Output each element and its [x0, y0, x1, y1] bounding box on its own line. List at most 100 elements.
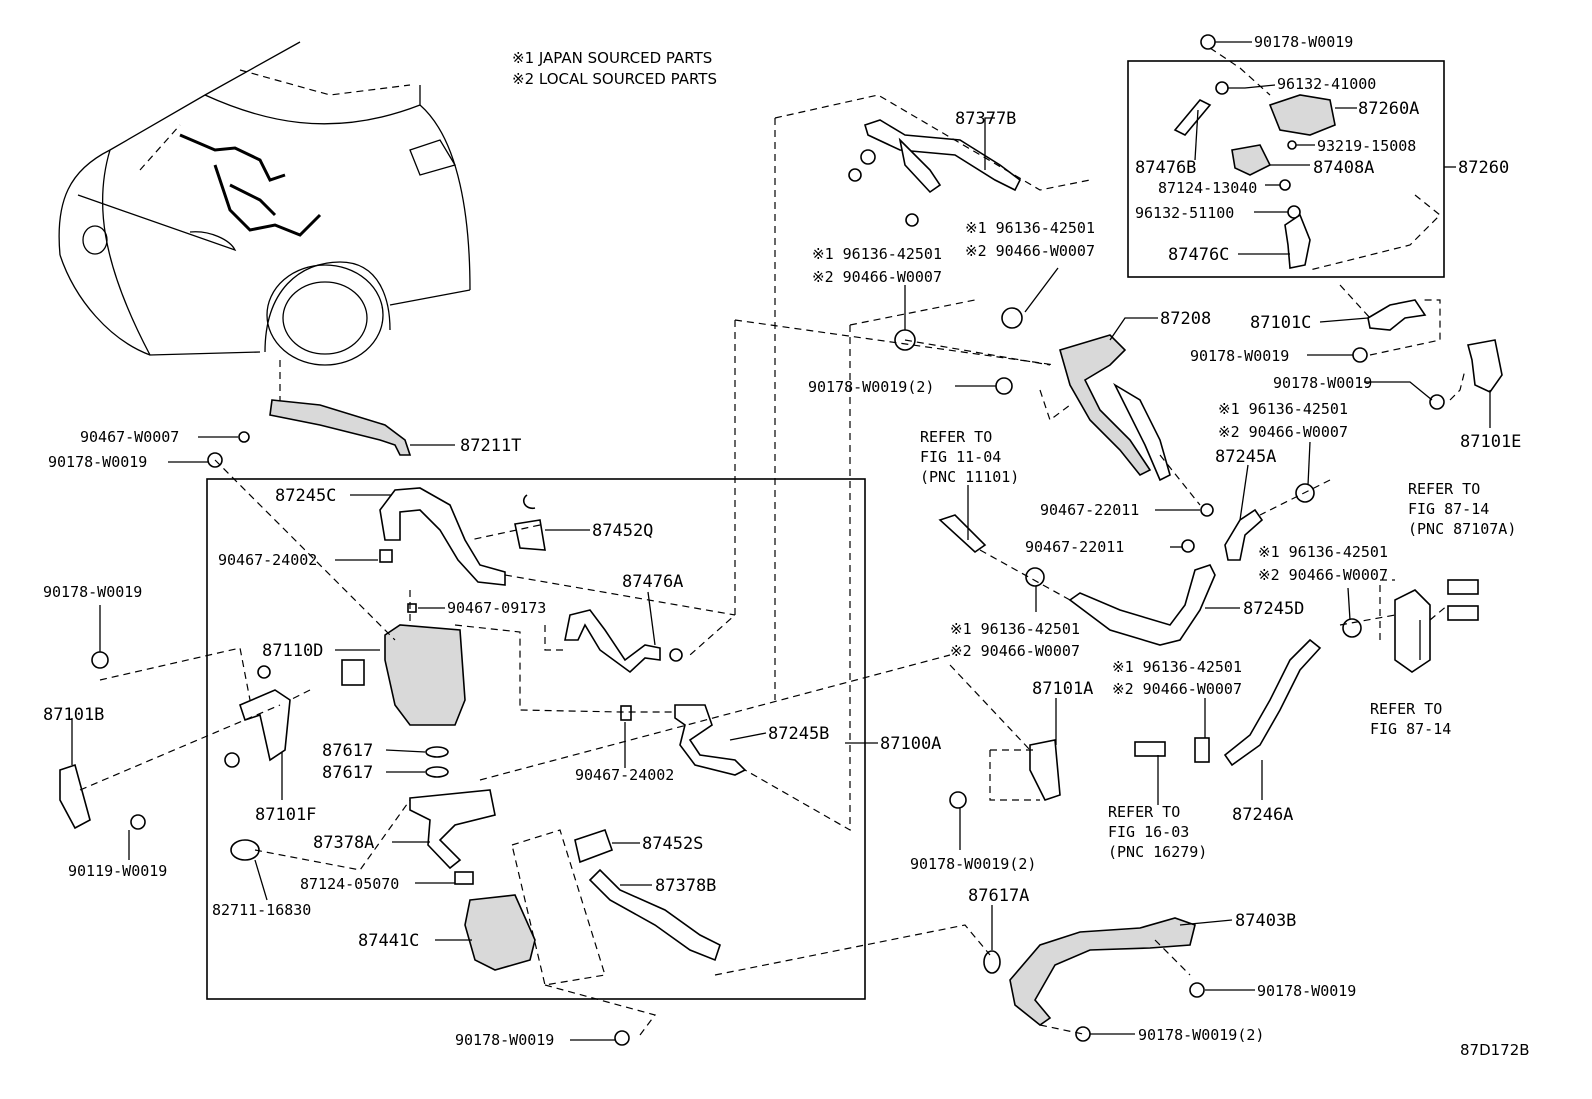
- label-87403B: 87403B: [1235, 911, 1296, 931]
- gasket-87617A: [983, 950, 1001, 974]
- label-87124-13040: 87124-13040: [1158, 179, 1257, 197]
- label-87617-b: 87617: [322, 763, 373, 783]
- label-j1-96136-upper: ※1 96136-42501: [965, 219, 1095, 237]
- clamp-90467-24002-b: [620, 705, 632, 721]
- label-refer-16-03-a: REFER TO: [1108, 803, 1180, 821]
- label-90467-24002-b: 90467-24002: [575, 766, 674, 784]
- grommet-refer-87-14: [1394, 589, 1431, 673]
- note-local-sourced: ※2 LOCAL SOURCED PARTS: [512, 70, 717, 88]
- label-90178-W0019-l1: 90178-W0019: [48, 453, 147, 471]
- label-refer-87-14-a: REFER TO: [1370, 700, 1442, 718]
- label-96132-41000: 96132-41000: [1277, 75, 1376, 93]
- dashed-guides: [79, 47, 1466, 1036]
- clip-90467-W0007: [238, 431, 250, 443]
- label-90467-W0007: 90467-W0007: [80, 428, 179, 446]
- label-87260: 87260: [1458, 158, 1509, 178]
- label-90467-22011-a: 90467-22011: [1040, 501, 1139, 519]
- label-refer-87-14a-c: (PNC 87107A): [1408, 520, 1516, 538]
- clamp-96136-right: [1342, 618, 1362, 638]
- label-90178-W0019-l2: 90178-W0019: [43, 583, 142, 601]
- label-refer-87-14a-b: FIG 87-14: [1408, 500, 1489, 518]
- nut-90178-W0019-2c: [1075, 1026, 1091, 1042]
- pipe-refer-87-14a-b: [1447, 605, 1479, 621]
- label-90119-W0019: 90119-W0019: [68, 862, 167, 880]
- clip-87452Q: [523, 494, 536, 510]
- hose-87245C: [379, 487, 506, 586]
- label-90178-W0019-e: 90178-W0019: [1273, 374, 1372, 392]
- label-87452S: 87452S: [642, 834, 703, 854]
- label-93219-15008: 93219-15008: [1317, 137, 1416, 155]
- label-87617-a: 87617: [322, 741, 373, 761]
- label-87441C: 87441C: [358, 931, 419, 951]
- label-j2-90466-center: ※2 90466-W0007: [950, 642, 1080, 660]
- label-j2-90466-upper: ※2 90466-W0007: [965, 242, 1095, 260]
- clip-96132-41000: [1215, 81, 1229, 95]
- bracket-87452S: [574, 828, 614, 864]
- clip-93219-15008: [1287, 140, 1297, 150]
- pipe-refer-16-03: [1134, 741, 1166, 757]
- nut-90178-W0019-top: [1200, 34, 1216, 50]
- label-refer-87-14-b: FIG 87-14: [1370, 720, 1451, 738]
- bracket-87101E: [1467, 339, 1503, 394]
- hose-87246A: [1223, 638, 1322, 767]
- label-87101A: 87101A: [1032, 679, 1093, 699]
- pump-87110D: [384, 624, 466, 726]
- label-j2-90466-right: ※2 90466-W0007: [1258, 566, 1388, 584]
- label-refer-87-14a-a: REFER TO: [1408, 480, 1480, 498]
- label-87101B: 87101B: [43, 705, 104, 725]
- pipe-87403B: [1009, 917, 1196, 1026]
- label-87476B: 87476B: [1135, 158, 1196, 178]
- pipe-87208: [1059, 334, 1152, 477]
- valve-87408A: [1231, 144, 1272, 176]
- hose-87211T: [269, 399, 412, 456]
- label-87408A: 87408A: [1313, 158, 1374, 178]
- bracket-87452Q: [514, 519, 546, 551]
- label-87378B: 87378B: [655, 876, 716, 896]
- nut-90178-W0019-l2: [91, 651, 109, 669]
- bracket-87101C: [1367, 299, 1427, 331]
- part-87441C: [464, 894, 536, 971]
- pipe-87377B: [864, 119, 1022, 192]
- leader-lines: [71, 41, 1491, 1041]
- label-87110D: 87110D: [262, 641, 323, 661]
- label-87101E: 87101E: [1460, 432, 1521, 452]
- pipe-refer-11-04: [938, 514, 987, 554]
- pipe-87378A: [409, 789, 496, 870]
- label-j1-96136-center: ※1 96136-42501: [950, 620, 1080, 638]
- label-87378A: 87378A: [313, 833, 374, 853]
- label-90178-W0019-r: 90178-W0019: [1257, 982, 1356, 1000]
- label-87245A: 87245A: [1215, 447, 1276, 467]
- label-90467-24002-a: 90467-24002: [218, 551, 317, 569]
- nut-90178-W0019-bottom: [614, 1030, 630, 1046]
- label-j1-96136-lower: ※1 96136-42501: [1112, 658, 1242, 676]
- label-j2-90466-left: ※2 90466-W0007: [812, 268, 942, 286]
- nut-90178-W0019-2b: [949, 791, 967, 809]
- bolt-87101F: [224, 752, 240, 768]
- label-87124-05070: 87124-05070: [300, 875, 399, 893]
- label-90178-W0019-2c: 90178-W0019(2): [1138, 1026, 1264, 1044]
- label-87101C: 87101C: [1250, 313, 1311, 333]
- clamp-90467-22011-a: [1200, 503, 1214, 517]
- pipe-refer-87-14a-a: [1447, 579, 1479, 595]
- valve-87260A: [1268, 94, 1336, 136]
- label-87476A: 87476A: [622, 572, 683, 592]
- nut-87101F: [257, 665, 271, 679]
- label-90467-22011-b: 90467-22011: [1025, 538, 1124, 556]
- clamp-96136-center: [1025, 567, 1045, 587]
- label-87246A: 87246A: [1232, 805, 1293, 825]
- label-refer-11-04-c: (PNC 11101): [920, 468, 1019, 486]
- connector-87377B: [860, 149, 876, 165]
- label-87617A: 87617A: [968, 886, 1029, 906]
- label-87100A: 87100A: [880, 734, 941, 754]
- label-87377B: 87377B: [955, 109, 1016, 129]
- bracket-87101A: [1029, 739, 1061, 801]
- hose-87245B: [674, 704, 747, 776]
- clip-90467-09173: [407, 603, 417, 613]
- diagram-code: 87D172B: [1460, 1041, 1530, 1059]
- label-j1-96136-left: ※1 96136-42501: [812, 245, 942, 263]
- pipe-87377B-end: [898, 137, 942, 194]
- note-japan-sourced: ※1 JAPAN SOURCED PARTS: [512, 49, 712, 67]
- label-87245D: 87245D: [1243, 599, 1304, 619]
- label-90178-W0019-bottom: 90178-W0019: [455, 1031, 554, 1049]
- clip-87476A: [669, 648, 683, 662]
